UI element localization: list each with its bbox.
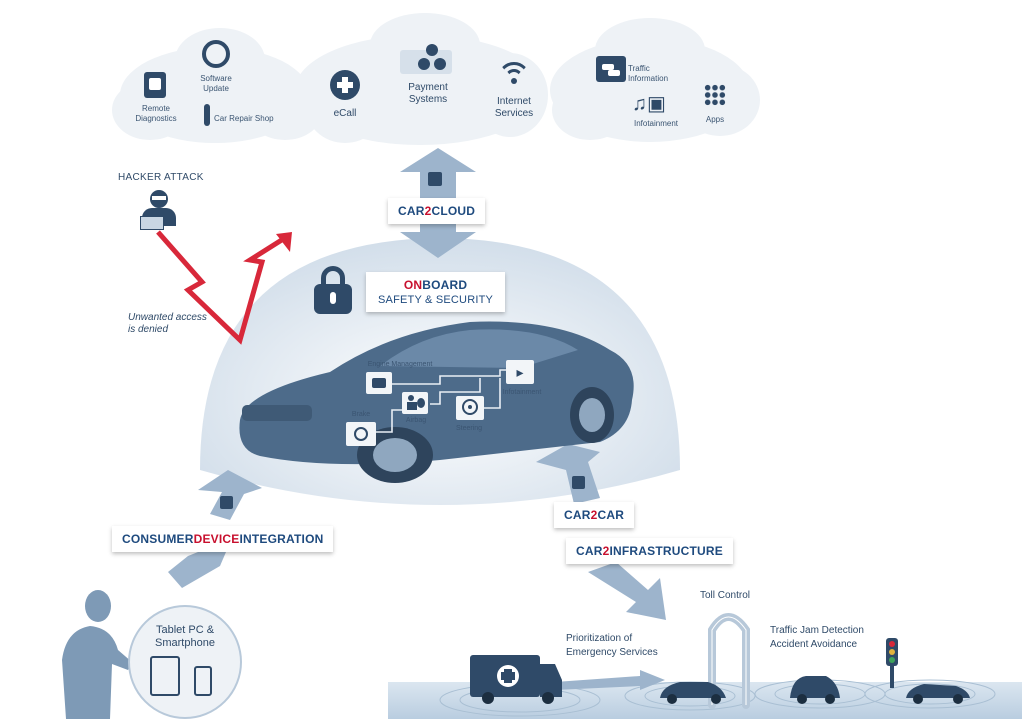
consumer-text-a: CONSUMER	[122, 532, 194, 546]
car2infra-text-a: CAR	[576, 544, 603, 558]
remote-diagnostics-icon	[144, 72, 166, 98]
hacker-icon	[140, 190, 180, 230]
toll-gate-lines	[711, 616, 747, 705]
apps-label: Apps	[705, 115, 725, 124]
airbag-label: Airbag	[405, 417, 427, 424]
car2car-tag: CAR2CAR	[554, 502, 635, 528]
ecall-label: eCall	[333, 108, 357, 119]
consumer-arrow	[168, 470, 262, 588]
car2cloud-text-c: CLOUD	[431, 204, 476, 218]
traffic-light	[886, 638, 898, 688]
tablet-smartphone-label: Tablet PC & Smartphone	[155, 624, 215, 649]
car2cloud-lock-icon	[428, 172, 442, 186]
speaker-icon: ▸	[506, 360, 534, 384]
brake-icon	[346, 422, 376, 446]
unwanted-access-note: Unwanted access is denied	[128, 312, 207, 335]
remote-diagnostics-label: Remote Diagnostics	[135, 104, 177, 123]
car2car-lock-icon	[572, 476, 585, 489]
consumer-text-b: DEVICE	[193, 532, 240, 546]
brake-label: Brake	[351, 411, 371, 418]
steering-wheel-icon	[456, 396, 484, 420]
infotainment-icon: ♫▣	[632, 93, 666, 115]
onboard-subtitle: SAFETY & SECURITY	[378, 294, 494, 306]
apps-grid-icon	[704, 84, 726, 106]
car2cloud-tag: CAR2CLOUD	[388, 198, 486, 224]
traffic-information-label: Traffic Information	[628, 64, 669, 83]
car-2	[790, 676, 840, 704]
hacker-attack-title: HACKER ATTACK	[118, 172, 204, 183]
cloud-center	[295, 13, 548, 145]
car-repair-shop-label: Car Repair Shop	[214, 114, 274, 123]
engine-management-label: Engine Management	[367, 361, 433, 368]
consumer-device-integration-tag: CONSUMERDEVICEINTEGRATION	[112, 526, 334, 552]
car-body	[239, 321, 634, 483]
device-circle	[128, 605, 242, 719]
ambulance	[470, 655, 562, 704]
person-silhouette	[62, 590, 132, 719]
internet-services-label: Internet Services	[494, 96, 534, 119]
car2infra-arrow	[588, 562, 666, 620]
car2infrastructure-tag: CAR2INFRASTRUCTURE	[566, 538, 733, 564]
software-update-icon	[202, 40, 230, 68]
emergency-prioritization-label: Prioritization of Emergency Services	[566, 633, 658, 658]
wrench-icon	[204, 104, 210, 126]
consumer-text-c: INTEGRATION	[239, 532, 324, 546]
infotainment-cloud-label: Infotainment	[633, 119, 679, 128]
car-wiring	[376, 369, 508, 433]
toll-control-label: Toll Control	[699, 590, 751, 601]
onboard-text-b: BOARD	[422, 278, 468, 292]
onboard-text-a: ON	[403, 278, 423, 292]
ecall-cross-icon	[330, 70, 360, 100]
hacker-zigzag	[156, 230, 290, 345]
consumer-lock-icon	[220, 496, 233, 509]
emergency-arrow	[555, 670, 665, 690]
payment-euro-icon	[400, 44, 452, 74]
traffic-jam-label: Traffic Jam Detection Accident Avoidance	[770, 625, 864, 650]
car-3	[906, 684, 970, 704]
airbag-icon	[402, 392, 428, 414]
traffic-info-icon	[596, 56, 626, 82]
infotainment-car-label: Infotainment	[502, 389, 542, 396]
car2car-text-b: 2	[590, 508, 598, 522]
car2car-text-c: CAR	[597, 508, 625, 522]
payment-systems-label: Payment Systems	[408, 82, 448, 105]
car2cloud-text-a: CAR	[398, 204, 425, 218]
onboard-tag: ONBOARD SAFETY & SECURITY	[366, 272, 506, 312]
wifi-icon	[498, 58, 530, 88]
onboard-lock-icon	[314, 266, 352, 314]
steering-label: Steering	[455, 425, 483, 432]
car-1	[660, 682, 726, 704]
software-update-label: Software Update	[200, 74, 232, 93]
car2car-text-a: CAR	[564, 508, 591, 522]
engine-icon	[366, 372, 392, 394]
car2infra-text-c: INFRASTRUCTURE	[609, 544, 723, 558]
smartphone-icon	[194, 666, 212, 696]
car2car-arrow	[536, 444, 600, 504]
car2infra-text-b: 2	[602, 544, 610, 558]
tablet-icon	[150, 656, 180, 696]
car2cloud-text-b: 2	[424, 204, 432, 218]
